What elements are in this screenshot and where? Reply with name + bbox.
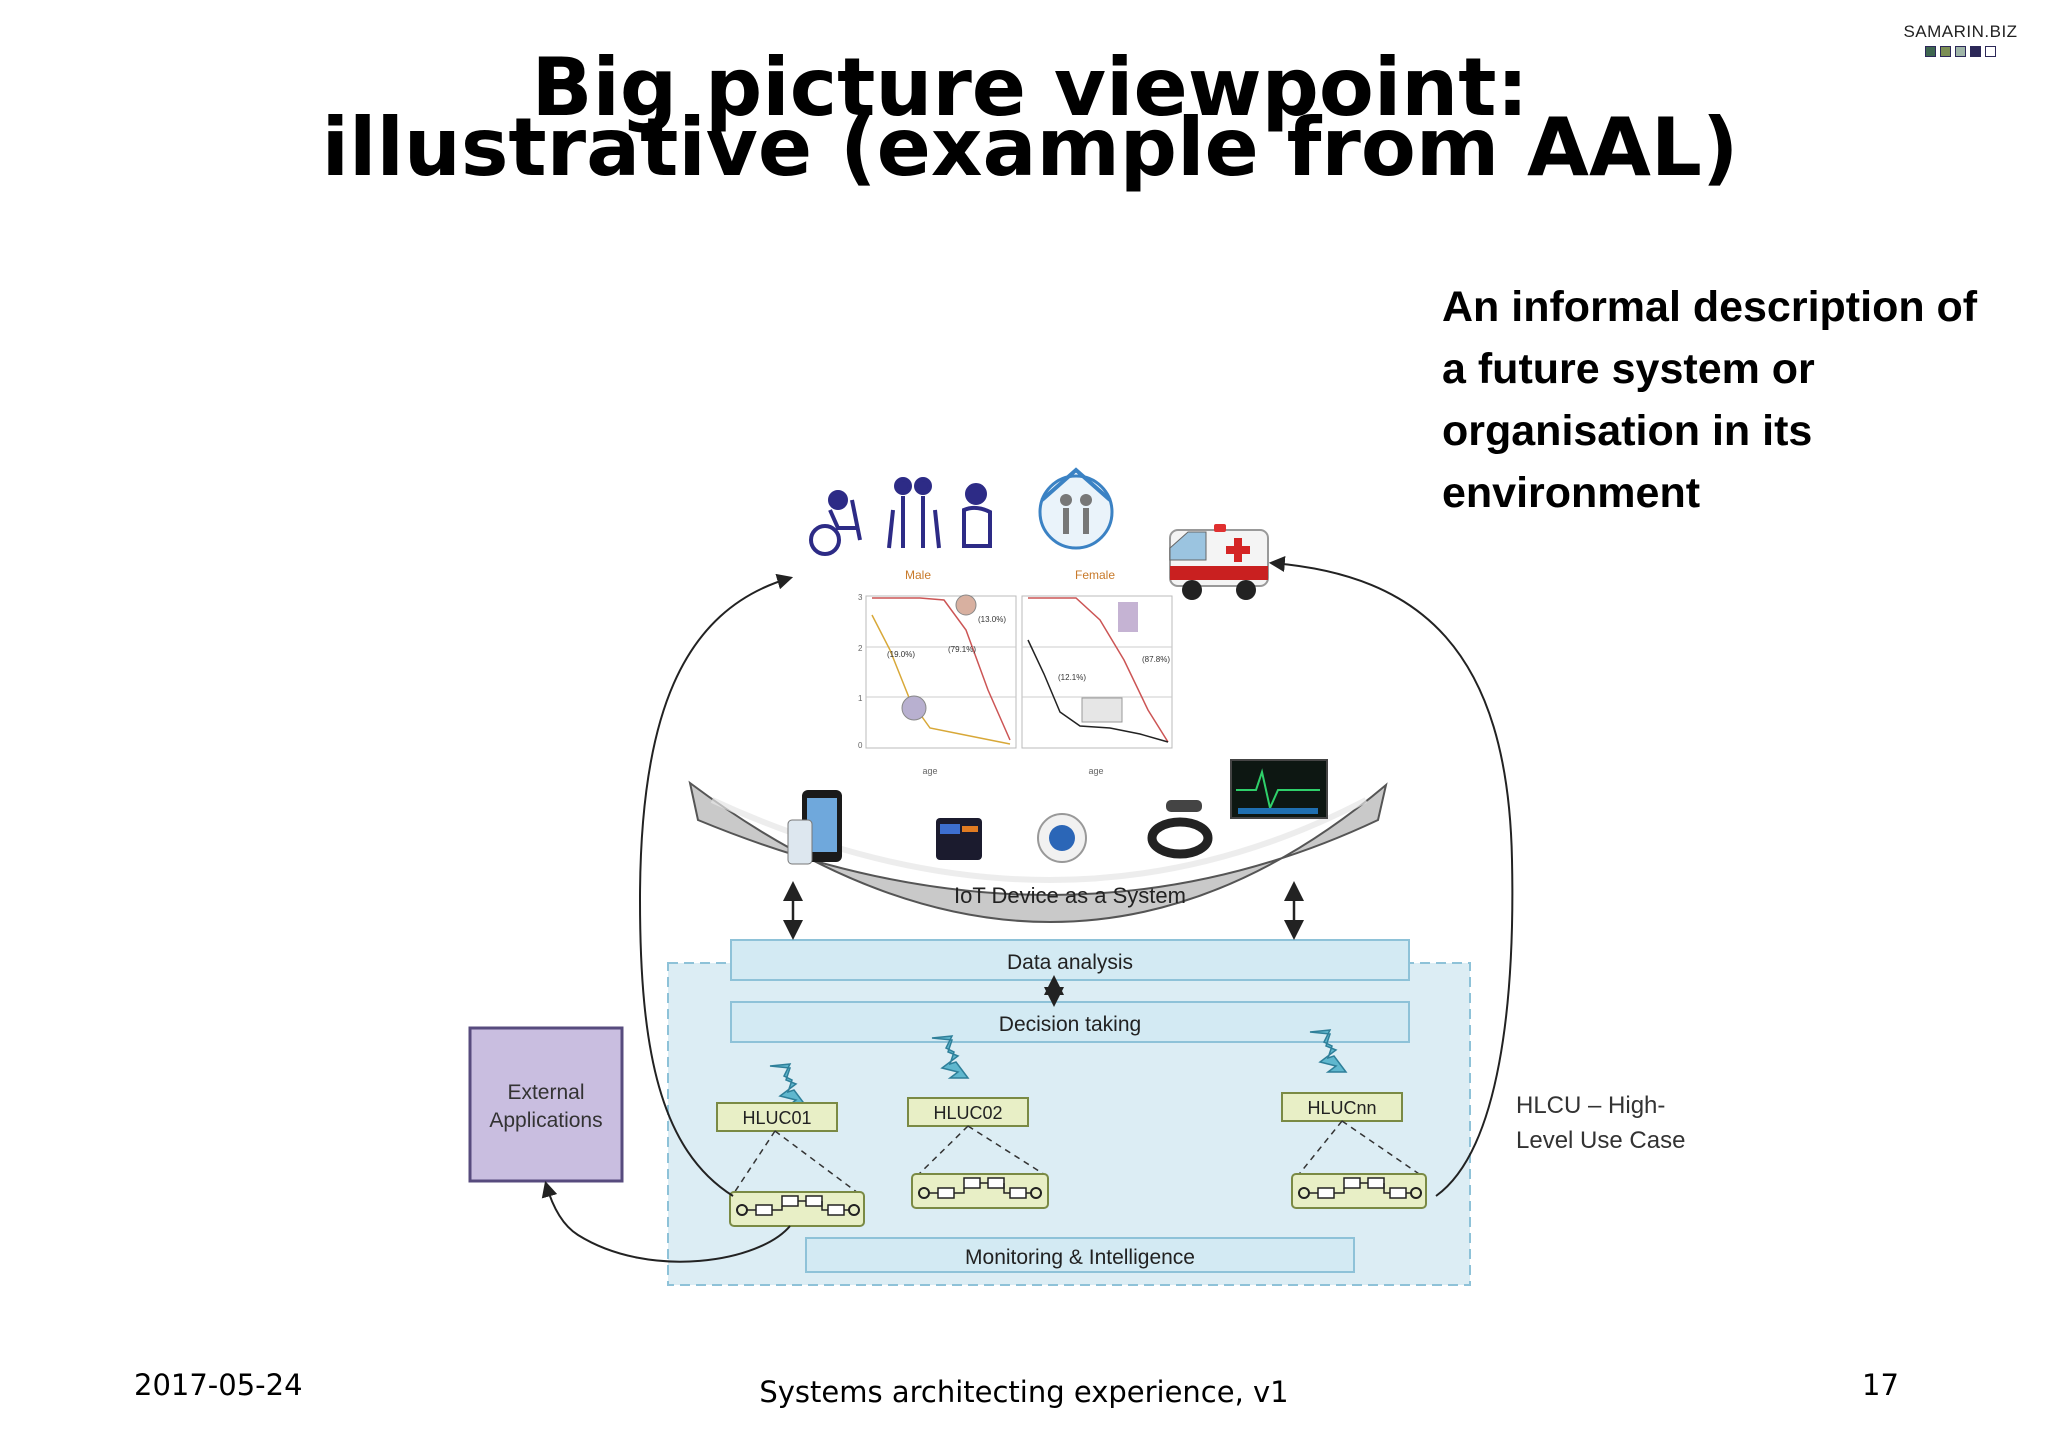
iot-label: IoT Device as a System <box>954 883 1186 908</box>
chart-male-ytick: 1 <box>858 694 863 703</box>
loop-arrow-right <box>1268 556 1514 1197</box>
chart-female-label: (12.1%) <box>1058 673 1086 682</box>
health-monitor-icon <box>1230 759 1328 819</box>
footer-title: Systems architecting experience, v1 <box>759 1375 1289 1409</box>
elderly-couple-icon <box>887 477 941 549</box>
chart-male: Male 3 2 1 0 (13.0%) (19.0%) (79.1%) age <box>858 568 1017 776</box>
slide-description: An informal description of a future syst… <box>1442 276 2042 524</box>
hluc-box <box>716 1102 838 1132</box>
chart-male-title: Male <box>905 568 931 582</box>
external-applications-label: Applications <box>489 1109 602 1132</box>
footer-date: 2017-05-24 <box>134 1368 303 1402</box>
hluc-box <box>907 1097 1029 1127</box>
smartphone-icon <box>787 790 842 865</box>
lightning-icon <box>1309 1029 1348 1073</box>
hluc-expansion-lines <box>731 1120 1426 1197</box>
decision-taking-label: Decision taking <box>999 1013 1141 1036</box>
brand-square <box>1925 46 1936 57</box>
decision-taking-bar <box>730 1001 1410 1043</box>
page-number: 17 <box>1862 1368 1899 1402</box>
chart-male-ytick: 3 <box>858 593 863 602</box>
chart-male-label: (79.1%) <box>948 645 976 654</box>
monitoring-label: Monitoring & Intelligence <box>965 1246 1195 1269</box>
brand-logo: SAMARIN.BIZ <box>1898 22 2023 57</box>
workflow-box <box>729 1191 865 1227</box>
brand-square <box>1955 46 1966 57</box>
hluc-label: HLUC02 <box>933 1103 1002 1123</box>
iot-band <box>688 780 1388 923</box>
chart-female-label: (87.8%) <box>1142 655 1170 664</box>
loop-arrow-left <box>638 573 794 1197</box>
ambulance-icon <box>1169 524 1269 600</box>
sensor-ball-icon <box>1037 813 1087 863</box>
chart-male-ytick: 2 <box>858 644 863 653</box>
brand-square <box>1970 46 1981 57</box>
description-line: environment <box>1442 469 1701 517</box>
title-line-2: illustrative (example from AAL) <box>321 101 1739 194</box>
data-analysis-bar <box>730 939 1410 981</box>
brand-square <box>1985 46 1996 57</box>
chart-female: Female (12.1%) (87.8%) age <box>1021 568 1173 776</box>
chart-female-xlabel: age <box>1088 766 1103 776</box>
slide-title: Big picture viewpoint: illustrative (exa… <box>180 41 1880 194</box>
hlcu-note: HLCU – High- <box>1516 1092 1665 1119</box>
chart-female-title: Female <box>1075 568 1115 582</box>
brand-squares <box>1898 46 2023 57</box>
workflow-box <box>911 1173 1049 1209</box>
chart-male-label: (19.0%) <box>887 650 915 659</box>
smart-meter-icon <box>936 818 982 860</box>
workflow-box <box>1291 1173 1427 1209</box>
title-line-1: Big picture viewpoint: <box>531 41 1529 134</box>
description-line: An informal description of <box>1442 283 1978 331</box>
wristband-icon <box>1147 800 1213 859</box>
description-line: a future system or <box>1442 345 1815 393</box>
hluc-label: HLUCnn <box>1307 1098 1376 1118</box>
smart-home-icon <box>1038 467 1114 550</box>
monitoring-bar <box>805 1237 1355 1273</box>
external-applications-box <box>468 1026 624 1183</box>
caregiver-icon <box>962 483 992 548</box>
hlcu-note: Level Use Case <box>1516 1127 1685 1154</box>
lightning-icon <box>931 1035 970 1079</box>
chart-male-ytick: 0 <box>858 741 863 750</box>
brand-text: SAMARIN.BIZ <box>1903 22 2018 41</box>
brand-square <box>1940 46 1951 57</box>
chart-male-label: (13.0%) <box>978 615 1006 624</box>
wheelchair-user-icon <box>809 490 862 556</box>
chart-male-xlabel: age <box>922 766 937 776</box>
description-line: organisation in its <box>1442 407 1813 455</box>
external-applications-label: External <box>507 1081 584 1104</box>
hluc-label: HLUC01 <box>742 1108 811 1128</box>
data-analysis-label: Data analysis <box>1007 951 1133 974</box>
external-apps-arrow <box>541 1180 791 1263</box>
